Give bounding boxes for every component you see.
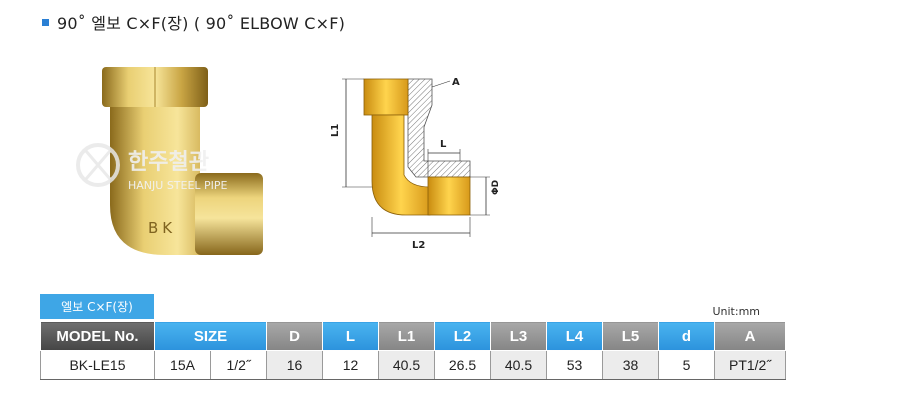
cell-a: PT1/2˝ [714, 350, 786, 380]
cell-d-upper: 16 [266, 350, 323, 380]
cell-l2: 26.5 [434, 350, 491, 380]
label-d: ΦD [491, 180, 501, 195]
cell-size-a: 15A [154, 350, 211, 380]
label-l1: L1 [330, 124, 341, 137]
cell-size-b: 1/2˝ [210, 350, 267, 380]
cell-l1: 40.5 [378, 350, 435, 380]
header-size: SIZE [154, 321, 267, 351]
watermark-logo [76, 143, 120, 187]
unit-label: Unit:mm [712, 305, 760, 318]
label-a: A [452, 77, 460, 88]
product-photo: 한주철관 HANJU STEEL PIPE BK [76, 67, 263, 255]
cell-l5: 38 [602, 350, 659, 380]
technical-drawing: A L L1 L2 ΦD [330, 77, 501, 251]
socket-end [195, 173, 263, 255]
cell-l3: 40.5 [490, 350, 547, 380]
table-row: BK-LE15 15A 1/2˝ 16 12 40.5 26.5 40.5 53… [40, 350, 786, 380]
header-d-lower: d [658, 321, 715, 351]
label-l: L [440, 139, 447, 150]
header-d-upper: D [266, 321, 323, 351]
cell-d-lower: 5 [658, 350, 715, 380]
product-tab[interactable]: 엘보 C×F(장) [40, 294, 154, 319]
header-a: A [714, 321, 786, 351]
watermark-korean: 한주철관 [128, 150, 209, 175]
header-l: L [322, 321, 379, 351]
cell-model: BK-LE15 [40, 350, 155, 380]
cell-l4: 53 [546, 350, 603, 380]
square-bullet-icon [42, 18, 49, 26]
header-l3: L3 [490, 321, 547, 351]
header-model: MODEL No. [40, 321, 155, 351]
title-row: 90˚ 엘보 C×F(장) ( 90˚ ELBOW C×F) [42, 10, 345, 34]
label-l2: L2 [412, 240, 425, 251]
header-l1: L1 [378, 321, 435, 351]
bk-stamp: BK [148, 219, 176, 237]
header-l4: L4 [546, 321, 603, 351]
header-l5: L5 [602, 321, 659, 351]
cell-l: 12 [322, 350, 379, 380]
page-title: 90˚ 엘보 C×F(장) ( 90˚ ELBOW C×F) [57, 14, 346, 33]
spec-table: MODEL No. SIZE D L L1 L2 L3 L4 L5 d A BK… [40, 321, 786, 380]
table-header-row: MODEL No. SIZE D L L1 L2 L3 L4 L5 d A [40, 321, 786, 351]
header-l2: L2 [434, 321, 491, 351]
watermark-english: HANJU STEEL PIPE [128, 179, 228, 192]
